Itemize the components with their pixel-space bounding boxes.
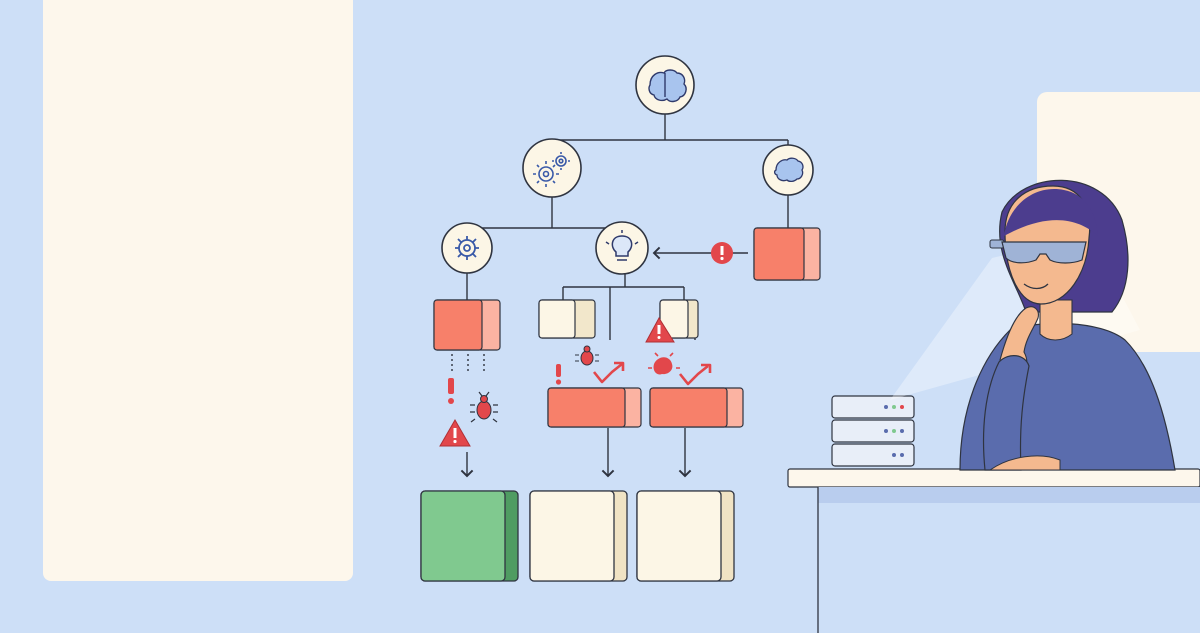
warning-icon — [439, 418, 471, 447]
gear-icon — [455, 236, 479, 260]
gears-icon — [533, 152, 570, 187]
gear-node — [441, 222, 493, 274]
red-box-left — [433, 299, 501, 351]
left-panel — [43, 0, 353, 581]
lightbulb-icon — [605, 230, 639, 261]
exclamation-icon — [555, 364, 562, 385]
person — [890, 179, 1176, 471]
root-node — [635, 55, 695, 115]
trend-up-icon — [592, 361, 625, 384]
server-stack — [831, 395, 915, 467]
outcome-box-cream — [529, 490, 628, 582]
brain-icon — [648, 69, 687, 103]
trend-up-icon — [678, 363, 712, 386]
brain-node — [762, 144, 814, 196]
cream-box-small-right — [659, 299, 699, 339]
red-bar-right — [649, 387, 744, 428]
outcome-box-cream — [636, 490, 735, 582]
brain-icon — [773, 157, 804, 183]
bug-icon — [470, 391, 498, 423]
lightbulb-node — [595, 221, 649, 275]
cream-box-small-left — [538, 299, 596, 339]
red-bar-middle — [547, 387, 642, 428]
exclamation-icon — [448, 378, 454, 404]
warning-icon — [645, 317, 675, 343]
desk — [787, 468, 1200, 633]
bug-icon — [575, 345, 599, 366]
red-box-right — [753, 227, 821, 281]
exclamation-icon — [711, 242, 733, 264]
outcome-box-green — [420, 490, 519, 582]
bug-icon — [648, 352, 680, 375]
gears-node — [522, 138, 582, 198]
